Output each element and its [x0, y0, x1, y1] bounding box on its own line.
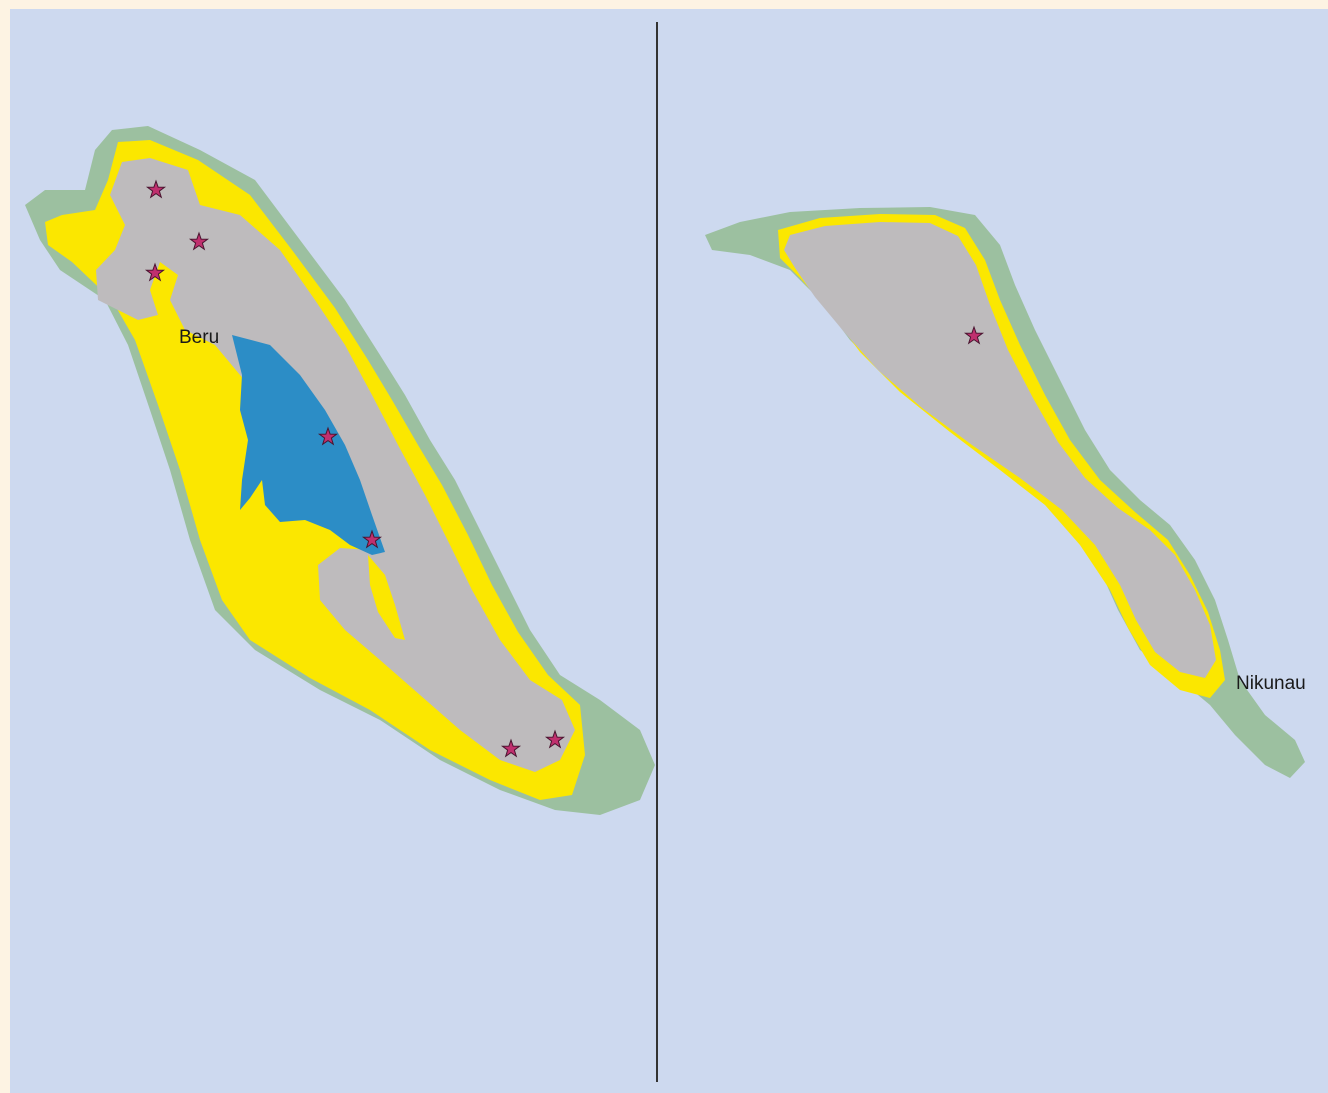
nikunau-land — [784, 222, 1216, 678]
beru-label: Beru — [179, 327, 220, 348]
beru-sand-inlet — [368, 555, 405, 640]
nikunau-reef — [705, 207, 1305, 778]
nikunau-island — [705, 207, 1305, 778]
beru-lagoon — [232, 335, 385, 555]
nikunau-label: Nikunau — [1236, 673, 1306, 694]
beru-island — [25, 126, 655, 815]
